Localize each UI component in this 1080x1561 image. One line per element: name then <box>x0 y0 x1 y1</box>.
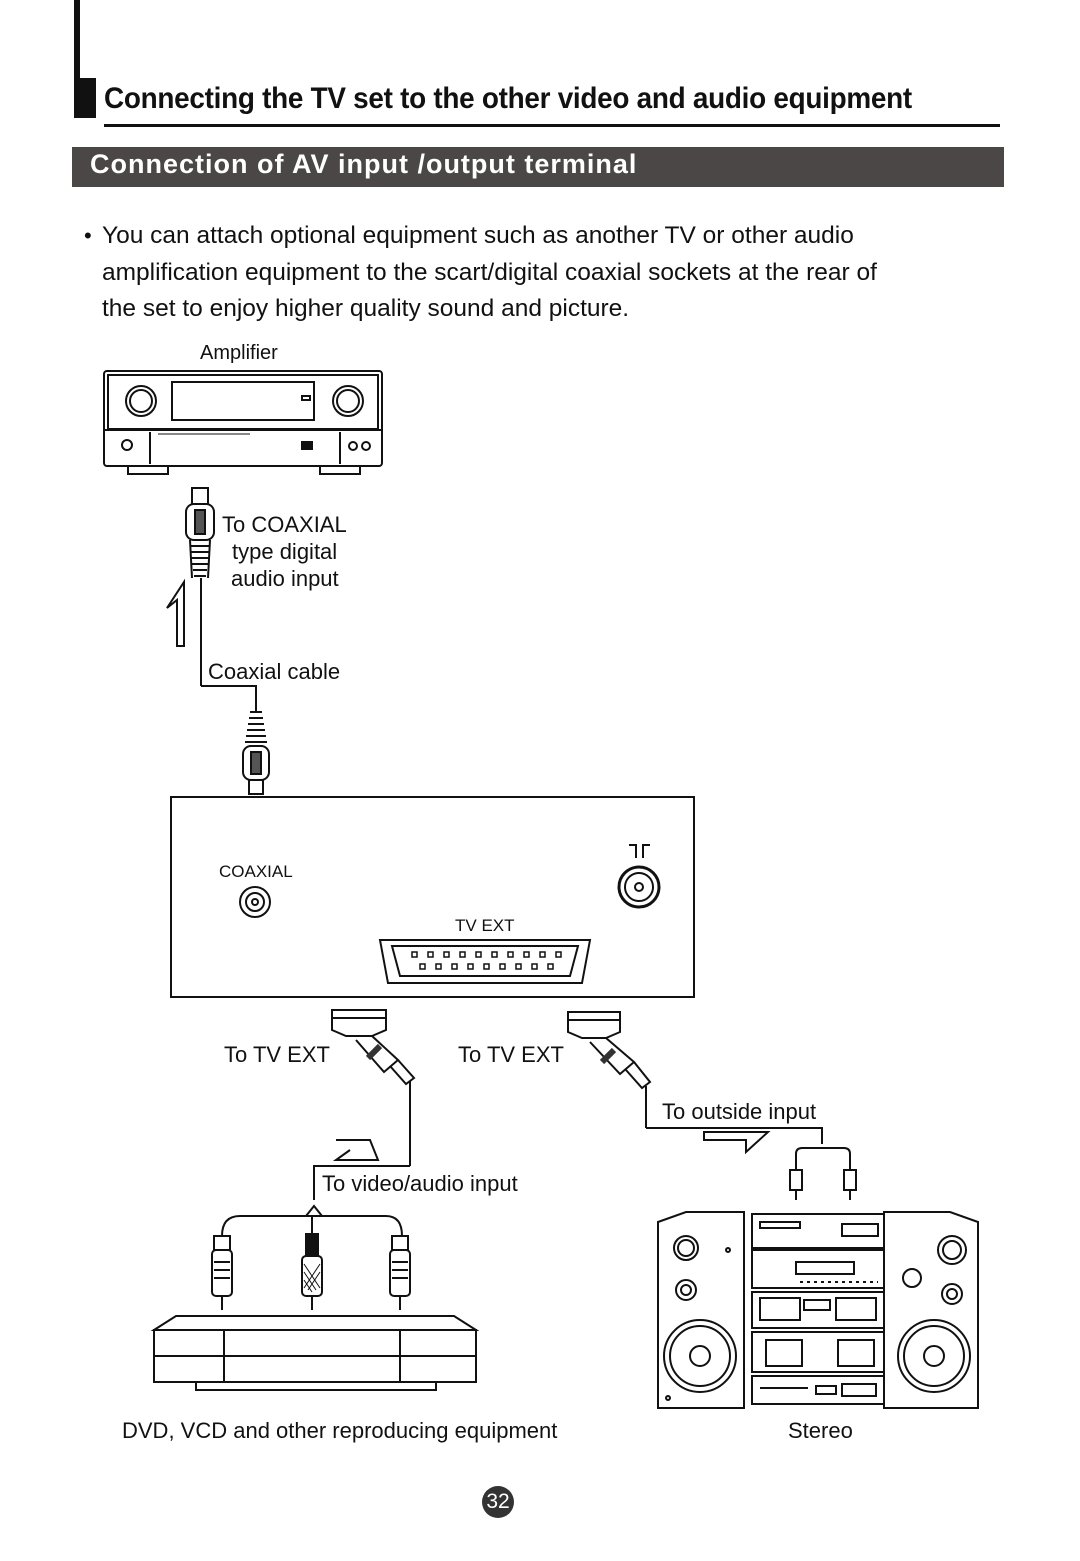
scart-plug-right <box>567 1011 652 1128</box>
coaxial-target-line3: audio input <box>231 566 339 591</box>
scart-plug-left <box>331 1009 416 1166</box>
coaxial-target-line1: To COAXIAL <box>222 512 347 537</box>
coaxial-cable-label: Coaxial cable <box>208 659 341 684</box>
stereo-illustration <box>657 1211 979 1409</box>
title-marker-block <box>74 78 96 118</box>
amplifier-illustration <box>103 370 383 475</box>
panel-tvext-label: TV EXT <box>455 916 515 935</box>
rca-plug-right <box>389 1235 411 1310</box>
intro-text: You can attach optional equipment such a… <box>102 222 877 322</box>
to-video-audio-input-label: To video/audio input <box>322 1171 518 1196</box>
rca-plug-middle <box>301 1233 323 1310</box>
coaxial-plug-bottom <box>242 711 270 795</box>
amplifier-label: Amplifier <box>200 342 278 364</box>
to-outside-input-label: To outside input <box>662 1099 817 1124</box>
dvd-player-illustration <box>150 1315 480 1391</box>
title-underline <box>104 124 1000 127</box>
page-number: 32 <box>482 1486 514 1518</box>
panel-coaxial-label: COAXIAL <box>219 862 293 881</box>
coaxial-target-line2: type digital <box>232 539 338 564</box>
section-title: Connection of AV input /output terminal <box>90 149 638 179</box>
tv-rear-panel <box>170 796 695 998</box>
to-tv-ext-left-label: To TV EXT <box>224 1042 330 1067</box>
bullet-point: • <box>84 223 92 248</box>
coaxial-plug-top <box>185 487 215 686</box>
up-arrow <box>166 578 185 647</box>
left-arrow <box>703 1131 771 1155</box>
title-side-bar <box>74 0 80 118</box>
stereo-label: Stereo <box>788 1418 853 1443</box>
section-header-bar <box>72 147 1004 187</box>
right-arrow <box>332 1139 380 1161</box>
page-title: Connecting the TV set to the other video… <box>104 82 912 115</box>
rca-plug-left <box>211 1235 233 1310</box>
to-tv-ext-right-label: To TV EXT <box>458 1042 564 1067</box>
dvd-label: DVD, VCD and other reproducing equipment <box>122 1418 558 1443</box>
scart-pins <box>411 951 562 970</box>
